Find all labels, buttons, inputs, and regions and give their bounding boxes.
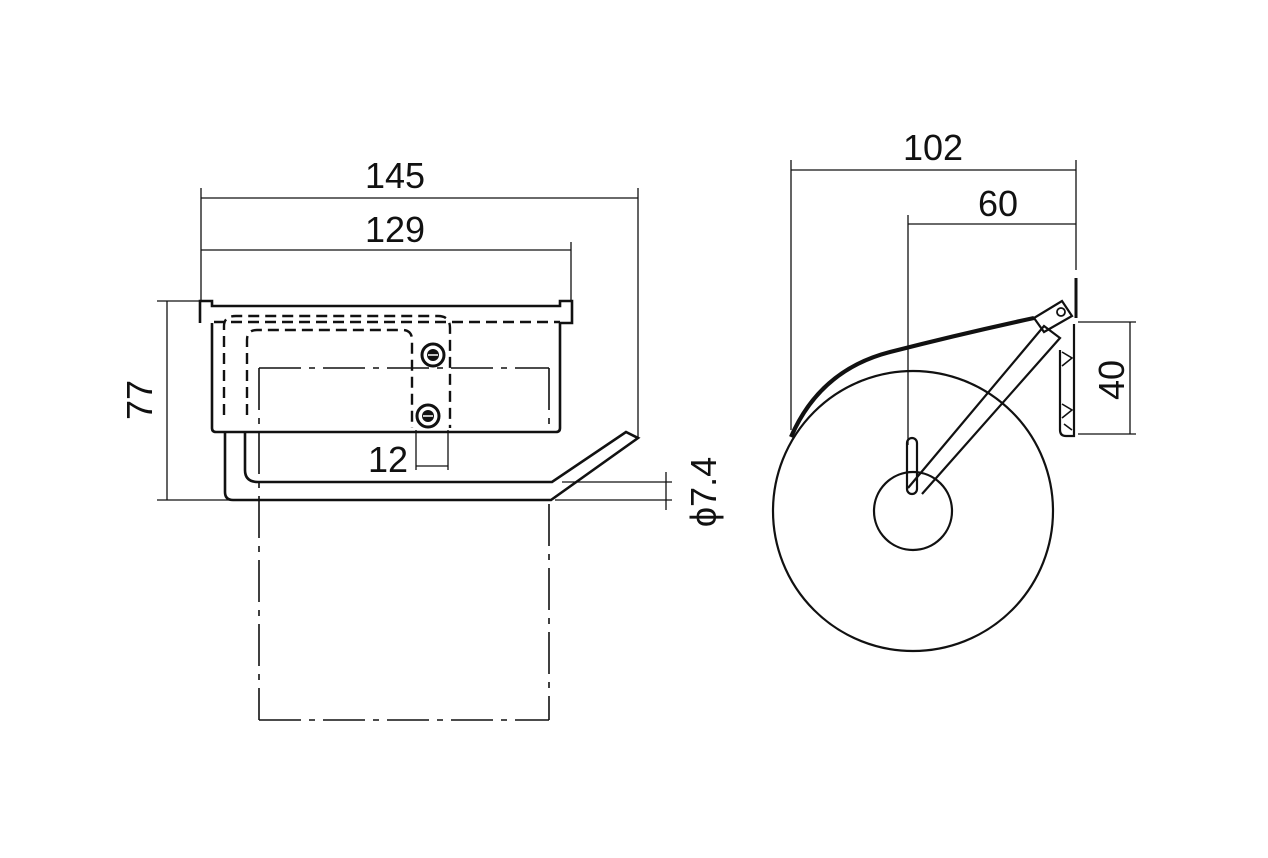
screw-top	[420, 342, 446, 368]
lid	[198, 299, 574, 434]
support-arm	[905, 307, 1066, 496]
holder-bar	[223, 430, 641, 502]
dim-bar-diameter: ϕ7.4	[555, 457, 724, 527]
hidden-lines	[214, 314, 560, 428]
dim-shaft-offset: 60	[907, 183, 1076, 445]
roll-core	[872, 470, 954, 552]
dim-roll-width: 129	[201, 209, 572, 300]
paper-roll	[771, 369, 1055, 653]
shaft-offset-label: 60	[978, 183, 1018, 224]
shaft-pin	[905, 436, 919, 496]
dim-overall-width: 145	[200, 155, 639, 438]
wall-mount-bracket	[1058, 278, 1078, 438]
overall-width-label: 145	[365, 155, 425, 196]
roll-width-label: 129	[365, 209, 425, 250]
side-cover	[789, 299, 1074, 438]
roll-phantom-outline	[258, 367, 550, 721]
front-view: 145 129 77	[119, 155, 724, 721]
hinge-pin	[1056, 307, 1066, 317]
mount-height-label: 40	[1091, 360, 1132, 400]
bar-diameter-label: ϕ7.4	[683, 457, 724, 527]
dim-height: 77	[119, 300, 235, 501]
side-view: 102 60 40	[771, 127, 1136, 653]
height-label: 77	[119, 380, 160, 420]
screw-spacing-label: 12	[368, 439, 408, 480]
dim-depth: 102	[790, 127, 1077, 430]
screw-bottom	[415, 403, 441, 429]
depth-label: 102	[903, 127, 963, 168]
dim-mount-height: 40	[1078, 321, 1136, 435]
dim-screw-spacing: 12	[368, 430, 449, 480]
